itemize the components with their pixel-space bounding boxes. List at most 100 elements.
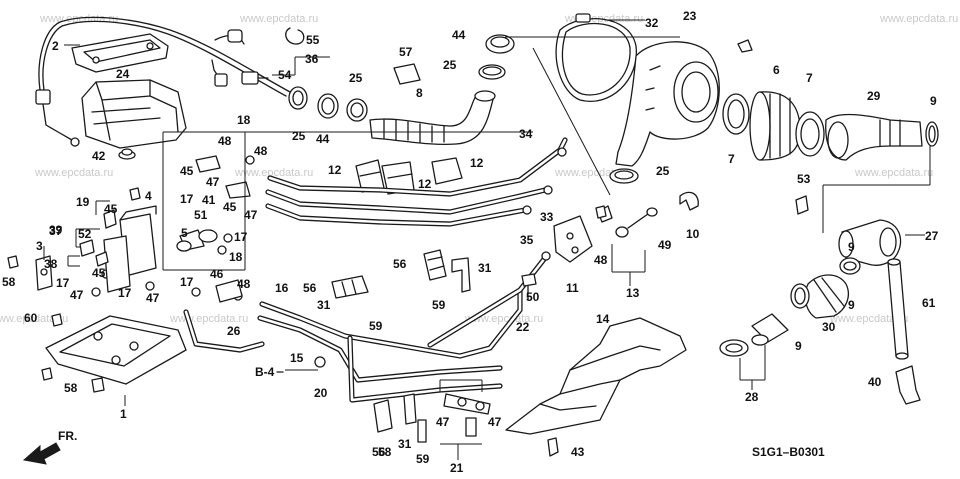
filler-neck-hose-8: [369, 90, 496, 146]
callout-number: 50: [526, 290, 540, 304]
callout-number: 41: [202, 193, 216, 207]
callout-number: 56: [372, 445, 386, 459]
callout-number: 9: [848, 240, 855, 254]
callout-number: 52: [78, 227, 92, 241]
callout-layer: 1 2 3 4 5 6 7 7 8 9 9 9 9 10 11 12 12 12…: [2, 9, 939, 475]
pump-body-4: [103, 205, 157, 293]
callout-number: 17: [234, 230, 248, 244]
clip-block-56-top: [423, 249, 447, 281]
clamp-7-a: [722, 93, 750, 135]
callout-number: 47: [206, 175, 220, 189]
bracket-plate-33: [553, 215, 593, 263]
callout-number: 22: [516, 320, 530, 334]
callout-number: 31: [478, 261, 492, 275]
callout-number: 58: [2, 275, 16, 289]
fuel-pipe-34: [265, 137, 568, 227]
callout-number: 2: [52, 39, 59, 53]
elbow-hose-29: [825, 113, 923, 161]
callout-number: 45: [180, 164, 194, 178]
callout-number: 33: [540, 210, 554, 224]
filler-cap-40: [895, 365, 921, 405]
callout-number: 7: [806, 71, 813, 85]
callout-number: 9: [848, 298, 855, 312]
watermark-text: www.epcdata.ru: [879, 13, 958, 25]
callout-number: 57: [399, 45, 413, 59]
callout-number: 31: [398, 437, 412, 451]
front-direction-arrow: FR.: [22, 429, 77, 465]
callout-number: 59: [369, 319, 383, 333]
callout-number: 5: [181, 226, 188, 240]
mount-bracket-1: [45, 315, 187, 385]
callout-number: 59: [432, 298, 446, 312]
callout-number: 9: [795, 339, 802, 353]
pad-57: [393, 63, 421, 85]
canister-23: [615, 41, 720, 167]
callout-number: 17: [180, 275, 194, 289]
clip-block-56-mid: [331, 275, 369, 299]
connector-28: [719, 313, 789, 357]
wire-harness: [35, 16, 291, 147]
callout-number: 12: [418, 177, 432, 191]
callout-number: 27: [925, 229, 939, 243]
callout-number: 54: [278, 68, 292, 82]
callout-number: 25: [443, 58, 457, 72]
front-indicator-label: FR.: [58, 429, 77, 443]
callout-number: 13: [626, 286, 640, 300]
diagram-code: S1G1–B0301: [752, 445, 825, 459]
callout-number: 45: [223, 200, 237, 214]
callout-number: 42: [92, 149, 106, 163]
connector-54: [241, 71, 269, 85]
callout-number: 43: [571, 445, 585, 459]
callout-number: 1: [120, 407, 127, 421]
callout-number: 16: [275, 281, 289, 295]
callout-number: 14: [596, 312, 610, 326]
watermark-text: www.epcdata.ru: [39, 13, 118, 25]
callout-number: 46: [210, 267, 224, 281]
callout-number: 30: [822, 320, 836, 334]
callout-number: 60: [24, 311, 38, 325]
callout-number: 47: [488, 415, 502, 429]
callout-number: 11: [566, 281, 579, 295]
watermark-text: www.epcdata.ru: [854, 167, 933, 179]
clamp-25-top: [478, 64, 506, 80]
rubber-hose-6: [749, 91, 801, 161]
callout-number: 55: [306, 33, 320, 47]
callout-number: 47: [70, 288, 84, 302]
callout-number: 12: [470, 156, 484, 170]
callout-number: 47: [436, 415, 450, 429]
callout-number: 37: [49, 224, 63, 238]
callout-number: 48: [254, 144, 268, 158]
callout-number: 17: [56, 276, 70, 290]
watermark-text: www.epcdata.ru: [34, 167, 113, 179]
callout-number: 17: [118, 286, 132, 300]
callout-number: 26: [227, 324, 241, 338]
breather-tube-61: [887, 258, 909, 360]
callout-number: 47: [244, 208, 258, 222]
callout-number: 6: [773, 63, 780, 77]
callout-number: 23: [683, 9, 697, 23]
callout-number: 45: [104, 202, 118, 216]
watermark-layer: www.epcdata.ru www.epcdata.ru www.epcdat…: [0, 13, 958, 325]
bolt-group-13: [597, 191, 699, 238]
callout-number: 38: [44, 257, 58, 271]
callout-number: 35: [520, 233, 534, 247]
callout-number: 8: [416, 86, 423, 100]
filler-pipe-27: [838, 219, 902, 266]
watermark-text: www.epcdata.ru: [829, 313, 908, 325]
bracket-3: [35, 255, 53, 291]
callout-number: 17: [180, 192, 194, 206]
band-32: [555, 13, 637, 102]
callout-number: 48: [594, 253, 608, 267]
bolts-misc: [7, 39, 809, 457]
callout-number: 24: [116, 67, 130, 81]
callout-number: 59: [416, 452, 430, 466]
clamp-9-mid: [839, 257, 861, 275]
callout-number: 34: [519, 127, 533, 141]
hose-clamp-25-left: [288, 86, 308, 110]
callout-number: 25: [349, 71, 363, 85]
callout-number: 47: [146, 291, 160, 305]
clamp-9-low: [790, 283, 810, 309]
reference-label: B-4: [255, 365, 275, 379]
